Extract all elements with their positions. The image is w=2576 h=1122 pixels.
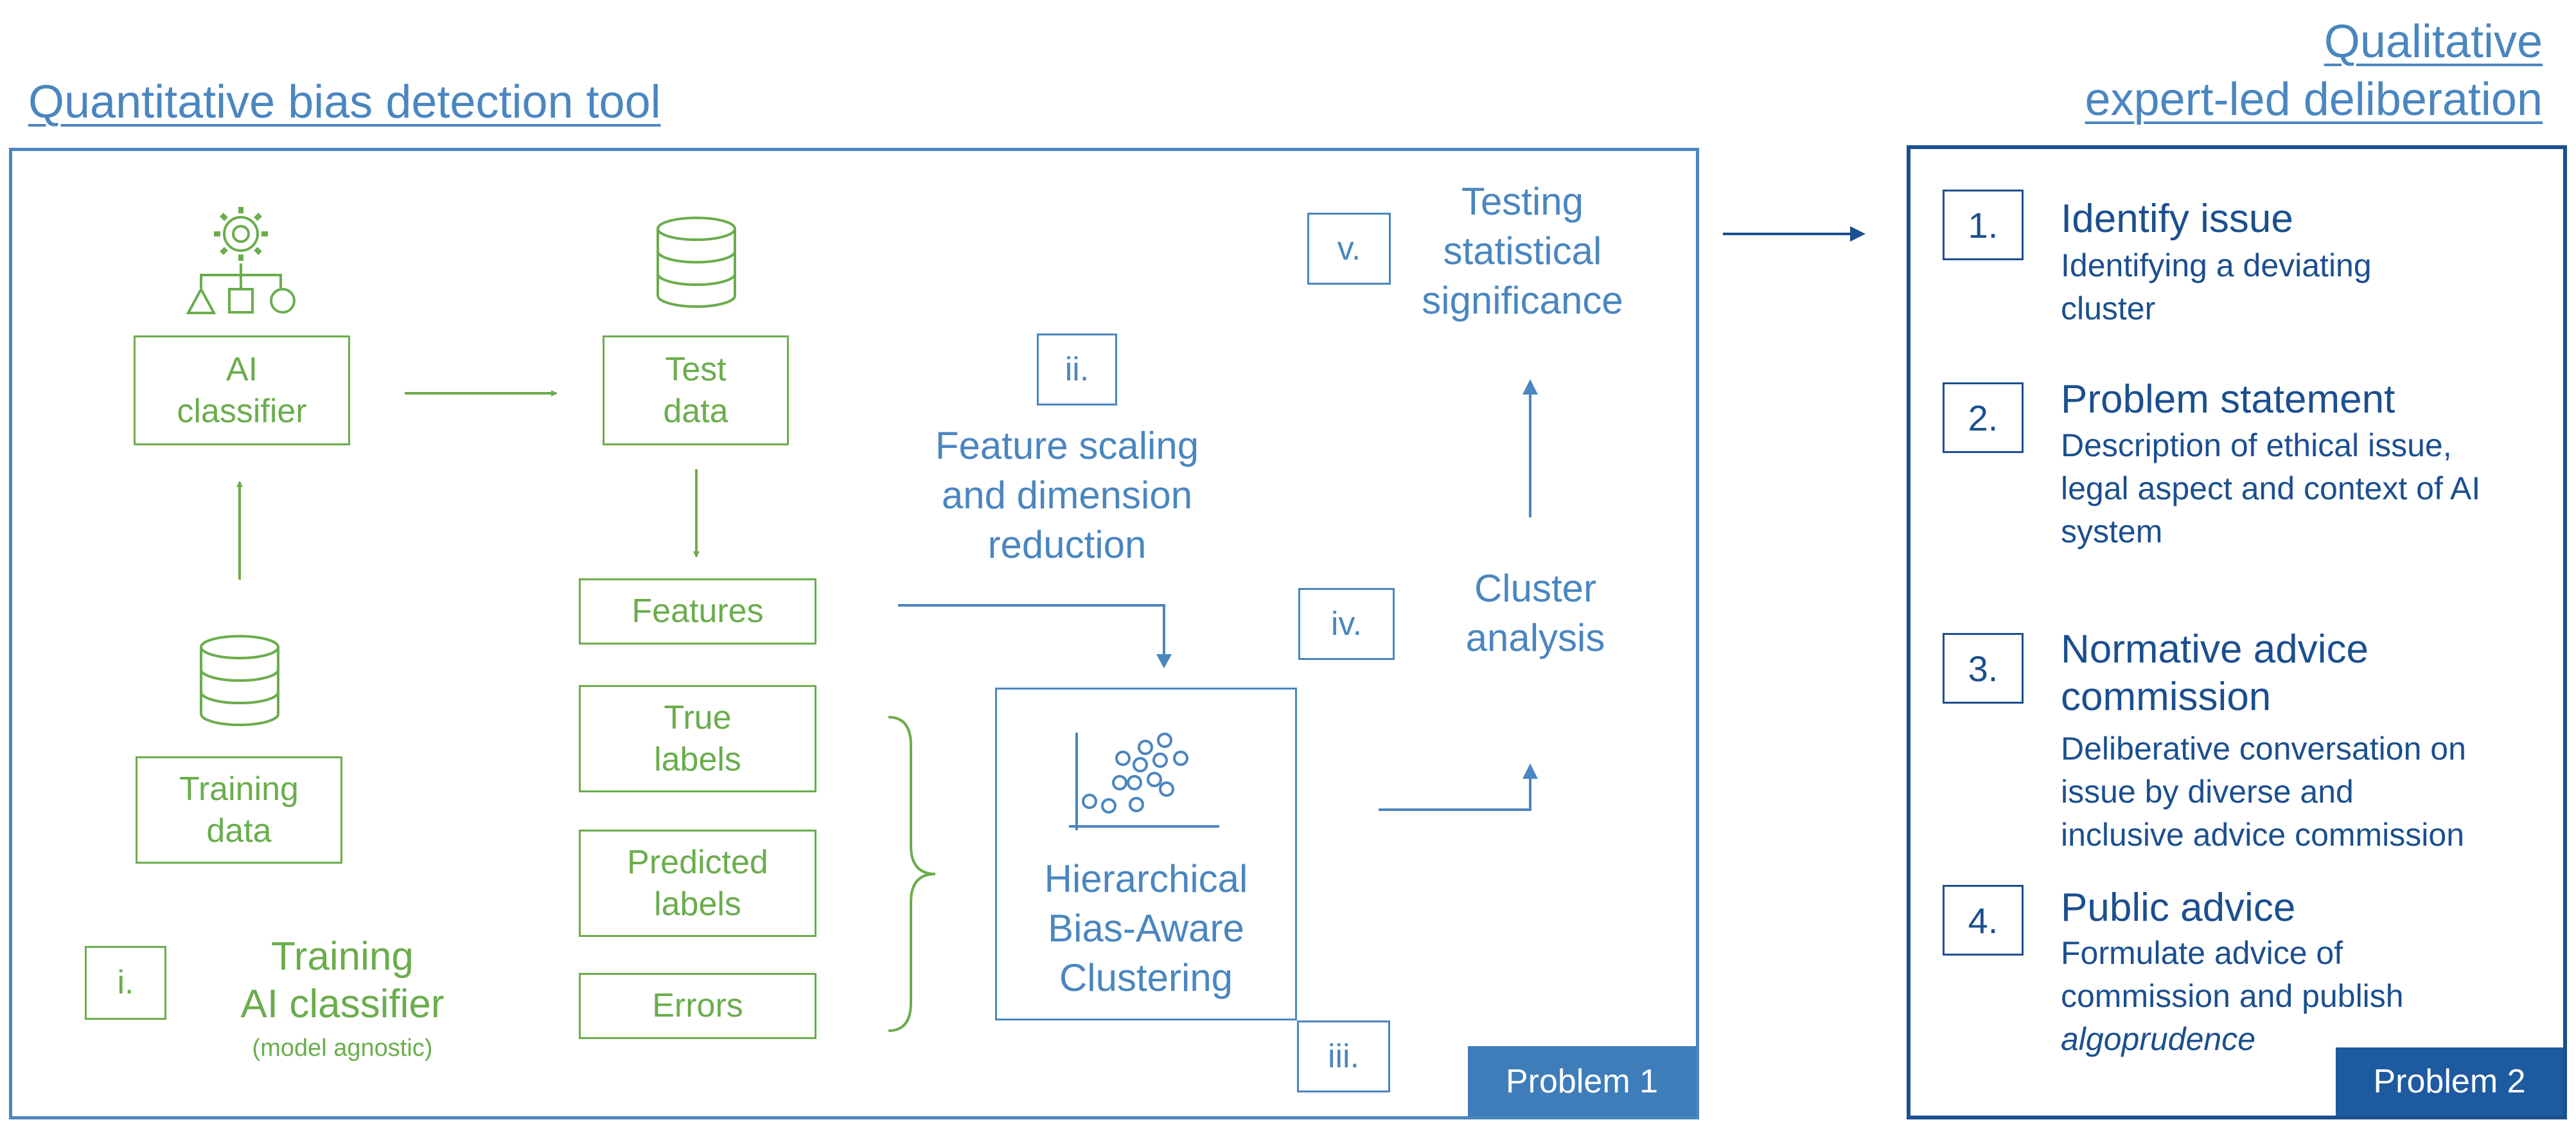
- step-iv-box: iv.: [1298, 588, 1395, 660]
- errors-box: Errors: [579, 973, 816, 1039]
- step-4-number: 4.: [1943, 885, 2024, 956]
- database-icon: [657, 217, 736, 308]
- right-heading: Qualitative expert-led deliberation: [2085, 16, 2543, 125]
- clustering-box: [995, 688, 1297, 1020]
- test-data-box: Test data: [603, 335, 789, 445]
- ai-classifier-box: AI classifier: [134, 335, 350, 445]
- step-1-desc: Identifying a deviating cluster: [2061, 247, 2372, 326]
- left-panel: [9, 148, 1699, 1119]
- arrow-icon: [1522, 763, 1538, 779]
- scatter-plot-icon: [1069, 733, 1219, 830]
- training-caption: Training AI classifier: [240, 934, 445, 1027]
- problem-1-tag: Problem 1: [1468, 1046, 1696, 1116]
- step-iii-box: iii.: [1297, 1020, 1390, 1092]
- arrow-icon: [1850, 226, 1866, 242]
- step-1-number: 1.: [1943, 190, 2024, 260]
- arrow-icon: [1522, 379, 1538, 395]
- training-data-box: Training data: [136, 756, 342, 864]
- clustering-label: Hierarchical Bias-Aware Clustering: [1044, 857, 1248, 999]
- feature-scaling-label: Feature scaling and dimension reduction: [935, 424, 1199, 566]
- step-1-title: Identify issue: [2061, 197, 2293, 241]
- step-ii-box: ii.: [1037, 334, 1117, 405]
- arrow-icon: [1379, 778, 1531, 811]
- predicted-labels-box: Predicted labels: [579, 830, 816, 937]
- step-2-number: 2.: [1943, 382, 2024, 453]
- arrow-icon: [898, 604, 1165, 655]
- step-3-title: Normative advice commission: [2061, 627, 2369, 720]
- problem-2-tag: Problem 2: [2336, 1047, 2563, 1116]
- features-box: Features: [579, 578, 816, 645]
- step-2-desc: Description of ethical issue, legal aspe…: [2061, 427, 2481, 549]
- gear-flowchart-icon: [186, 207, 296, 314]
- step-4-title: Public advice: [2061, 886, 2296, 930]
- step-3-number: 3.: [1943, 633, 2024, 704]
- right-panel: [1907, 145, 2567, 1119]
- step-3-desc: Deliberative conversation on issue by di…: [2061, 731, 2466, 853]
- arrow-icon: [1156, 654, 1172, 668]
- step-v-box: v.: [1307, 213, 1391, 285]
- cluster-analysis-label: Cluster analysis: [1465, 567, 1605, 659]
- database-icon: [200, 635, 279, 726]
- step-2-title: Problem statement: [2061, 377, 2395, 422]
- step-4-desc-italic: algoprudence: [2061, 1021, 2256, 1057]
- step-4-desc-text: Formulate advice of commission and publi…: [2061, 935, 2404, 1014]
- step-4-desc: Formulate advice of commission and publi…: [2061, 932, 2404, 1061]
- model-agnostic-note: (model agnostic): [252, 1035, 433, 1062]
- testing-label: Testing statistical significance: [1422, 180, 1623, 322]
- true-labels-box: True labels: [579, 685, 816, 792]
- step-i-box: i.: [85, 946, 166, 1020]
- left-heading: Quantitative bias detection tool: [28, 76, 661, 128]
- curly-brace-icon: [888, 716, 936, 1032]
